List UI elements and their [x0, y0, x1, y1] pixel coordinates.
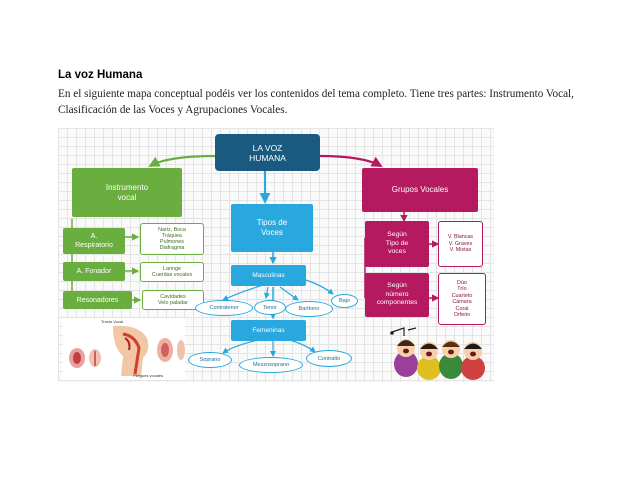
choir-illustration [384, 324, 489, 380]
detail-line: Velo paladar [158, 300, 188, 306]
resonadores-label: Resonadores [76, 296, 119, 304]
voice-oval: Mezzosoprano [239, 357, 303, 373]
fonador-node: A. Fonador [63, 262, 125, 281]
detail-line: Coral [455, 305, 469, 312]
detail-line: Cuerdas vocales [151, 272, 193, 278]
segun-numero-node: Según número componentes [365, 273, 429, 317]
segun-tipo-line: Tipo de [385, 239, 409, 247]
detail-line: V. Mixtas [449, 247, 472, 254]
detail-line: Nariz, Boca [158, 226, 186, 233]
grupos-title: Grupos Vocales [391, 185, 449, 194]
instrumento-title-line1: Instrumento [105, 182, 149, 192]
instrumento-title-line2: vocal [117, 192, 137, 202]
tipos-title-line2: Voces [261, 228, 283, 237]
resonadores-detail: Cavidades Velo paladar [142, 290, 204, 310]
detail-line: V. Blancas [447, 234, 474, 241]
choir-drawing [390, 327, 485, 380]
respiratorio-line2: Respiratorio [75, 242, 113, 249]
detail-line: Diafragma [159, 245, 185, 252]
anatomy-caption-top: Tracto Vocal [101, 319, 124, 324]
voice-oval: Contratenor [195, 300, 253, 316]
detail-line: Tráquea [162, 232, 182, 239]
root-line1: LA VOZ [252, 142, 283, 153]
root-line2: HUMANA [249, 152, 286, 163]
resonadores-node: Resonadores [63, 291, 132, 309]
detail-line: Cuarteto [451, 292, 473, 299]
detail-line: Cavidades [160, 293, 186, 300]
masculinas-node: Masculinas [231, 265, 306, 286]
segun-numero-line: componentes [376, 299, 418, 307]
femeninas-node: Femeninas [231, 320, 306, 341]
respiratorio-detail: Nariz, Boca Tráquea Pulmones Diafragma [140, 223, 204, 255]
voice-oval: Bajo [331, 294, 358, 308]
detail-line: Trío [457, 286, 467, 292]
voice-oval: Contralto [306, 350, 352, 367]
voice-oval: Soprano [188, 352, 232, 368]
vocal-tract-illustration: Tracto Vocal Pliegues vocales [63, 318, 185, 380]
detail-line: Pulmones [160, 239, 184, 245]
respiratorio-node: A. Respiratorio [63, 228, 125, 254]
segun-tipo-node: Según Tipo de voces [365, 221, 429, 267]
voice-oval: Barítono [285, 301, 333, 317]
segun-numero-detail: Dúo Trío Cuarteto Cámara Coral Orfeón [438, 273, 486, 325]
grupos-vocales-node: Grupos Vocales [362, 168, 478, 212]
femeninas-label: Femeninas [252, 326, 285, 334]
voice-oval: Tenor [254, 300, 286, 315]
segun-tipo-detail: V. Blancas V. Graves V. Mixtas [438, 221, 483, 267]
fonador-detail: Laringe Cuerdas vocales [140, 262, 204, 282]
tipos-title-line1: Tipos de [256, 218, 288, 227]
detail-line: Laringe [163, 265, 181, 272]
detail-line: Orfeón [453, 312, 471, 318]
segun-tipo-line: Según [387, 231, 407, 239]
fonador-label: A. Fonador [76, 268, 112, 275]
segun-numero-line: número [385, 290, 409, 298]
segun-tipo-line: voces [388, 248, 406, 256]
document-title: La voz Humana [58, 69, 143, 81]
respiratorio-line1: A. [90, 233, 98, 240]
segun-numero-line: Según [387, 282, 407, 290]
detail-line: Cámara [452, 299, 472, 305]
detail-line: Dúo [457, 279, 467, 286]
anatomy-caption-bottom: Pliegues vocales [133, 373, 164, 378]
masculinas-label: Masculinas [252, 271, 285, 279]
anatomy-drawing [69, 325, 185, 376]
document-intro: En el siguiente mapa conceptual podéis v… [58, 88, 574, 116]
detail-line: V. Graves [448, 240, 473, 247]
